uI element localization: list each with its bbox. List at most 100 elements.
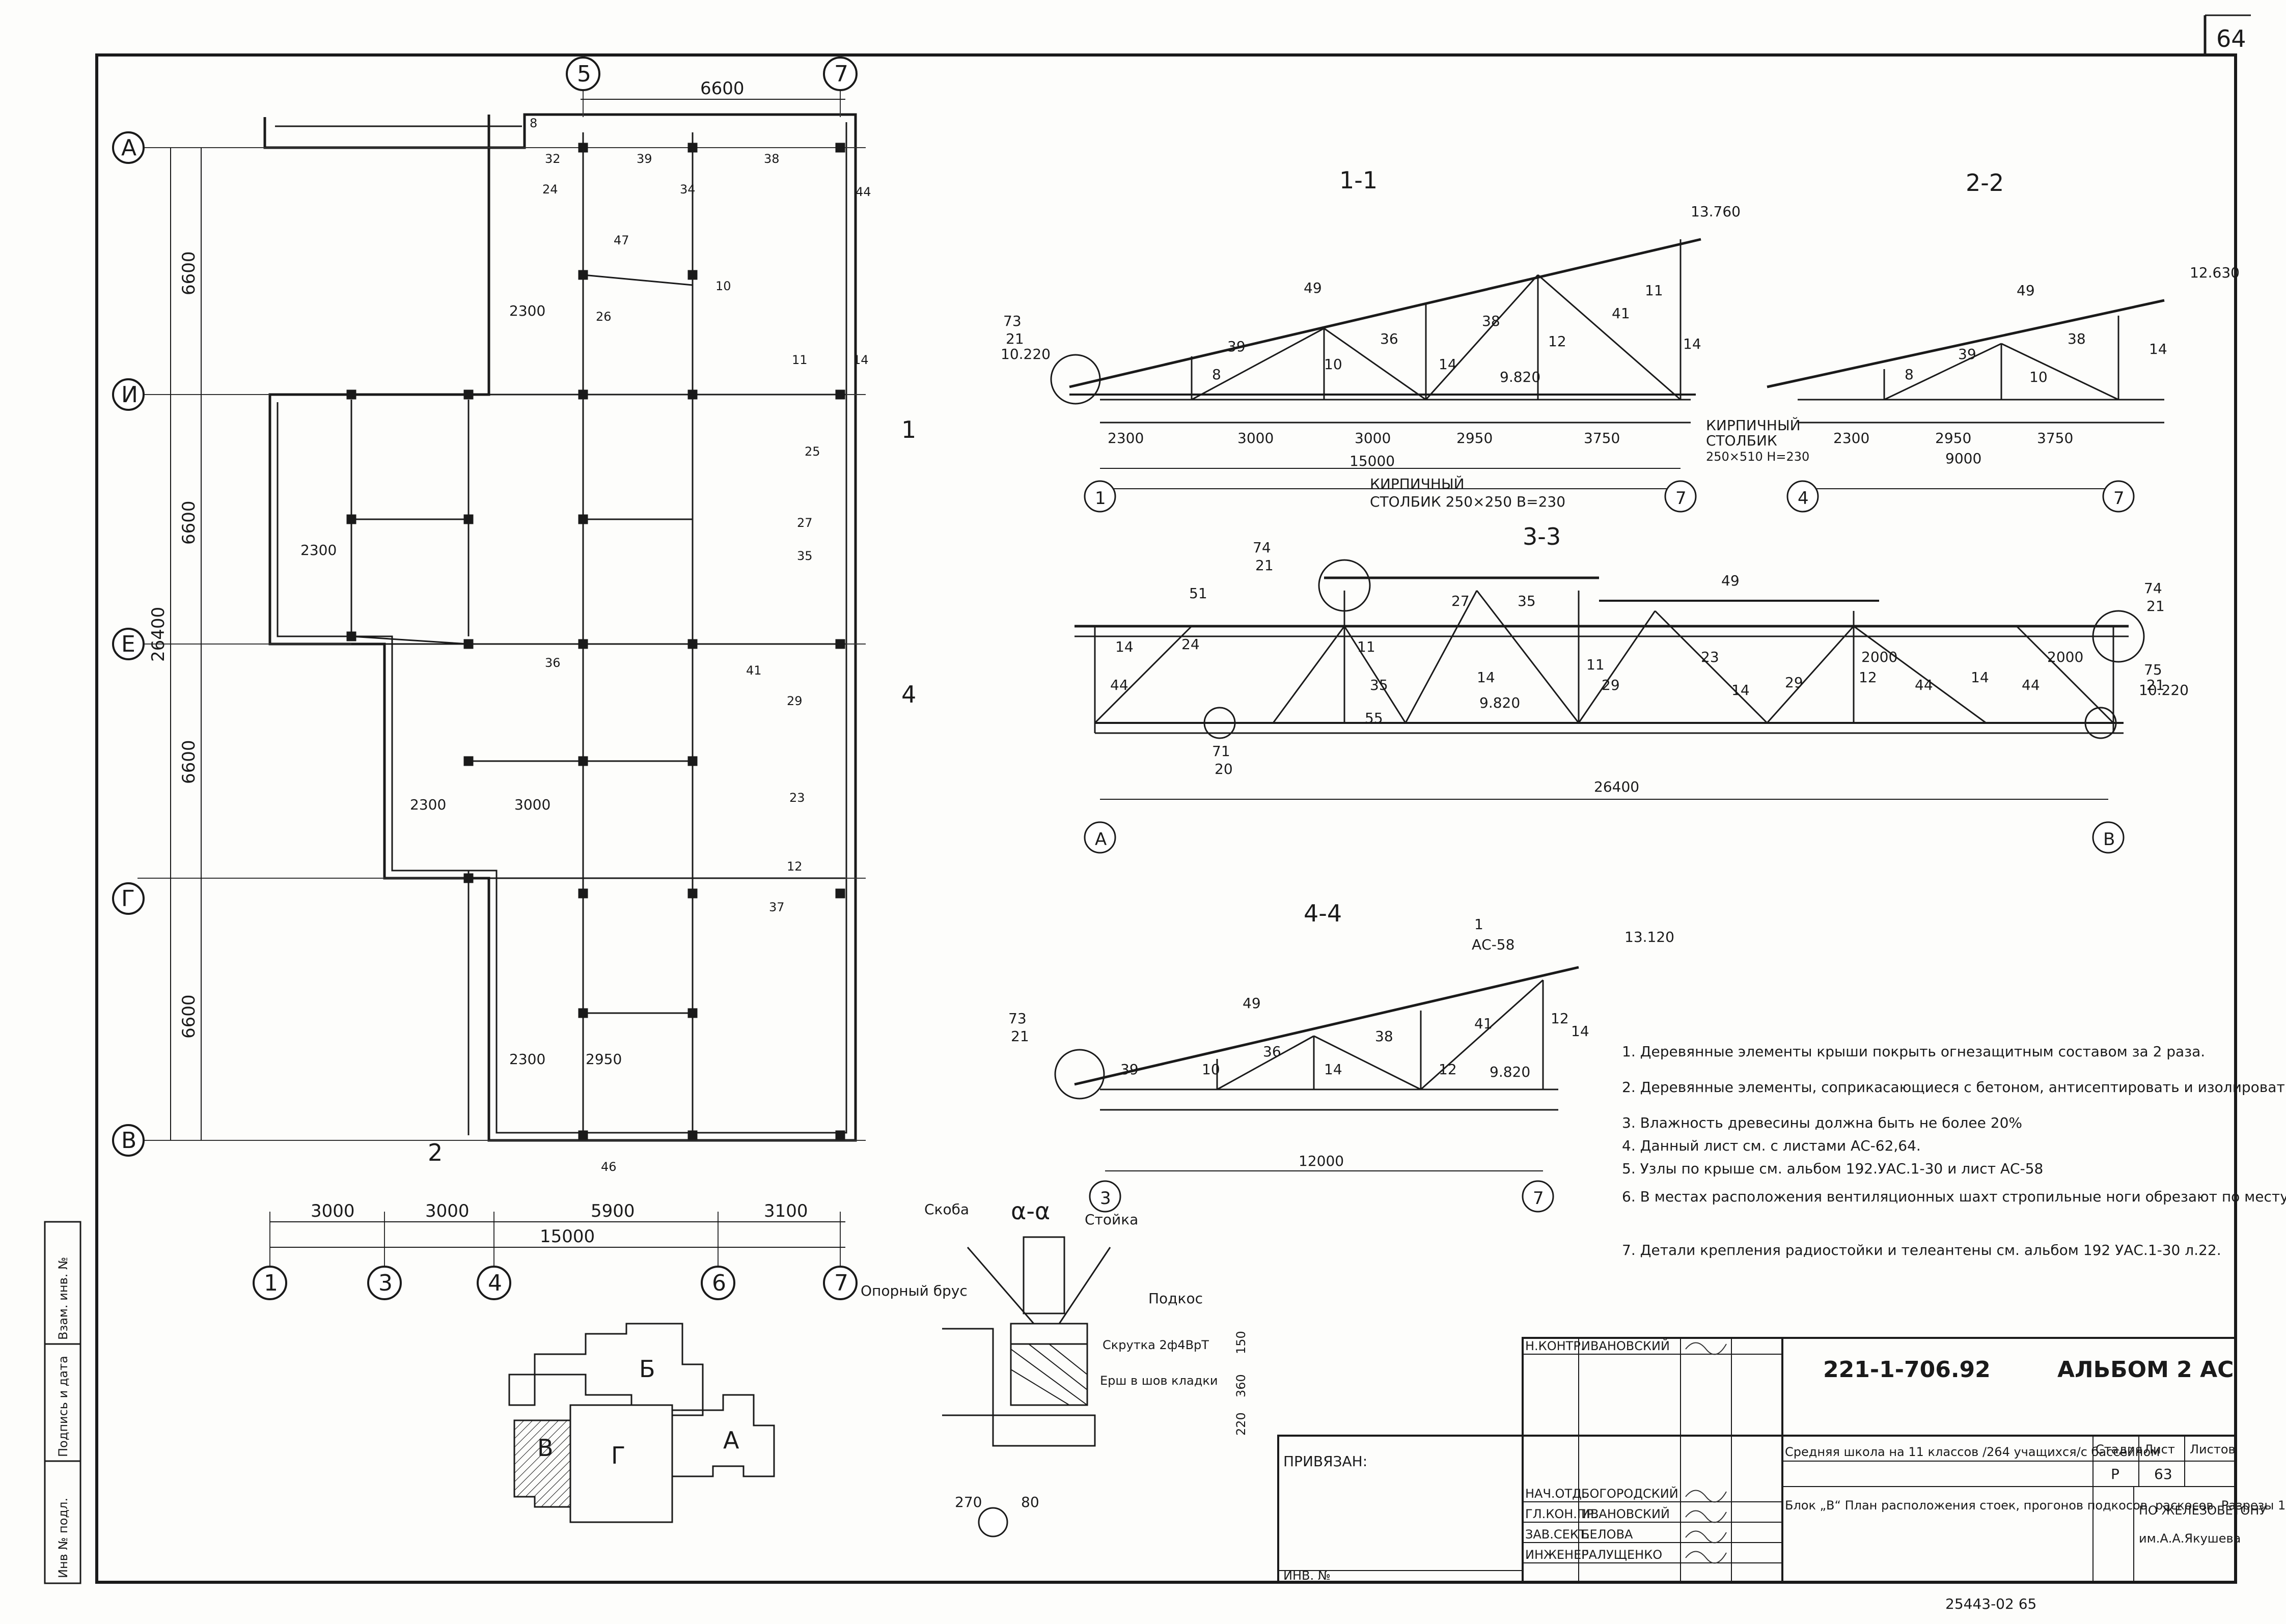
svg-text:41: 41 (1612, 305, 1630, 322)
svg-text:34: 34 (680, 182, 696, 197)
section-3-3 (1075, 559, 2145, 854)
svg-text:39: 39 (1227, 338, 1246, 355)
section-1-1-note-1: КИРПИЧНЫЙ (1370, 475, 1465, 492)
side-stamp (44, 1221, 81, 1584)
title-block (1277, 1337, 2237, 1583)
svg-text:1: 1 (901, 416, 916, 443)
svg-text:8: 8 (1212, 366, 1221, 383)
plan-marks: 8 32 24 39 34 47 10 38 44 14 11 25 27 35… (428, 116, 916, 1174)
svg-text:44: 44 (1915, 677, 1933, 693)
axis-col-7: 7 (834, 1270, 848, 1296)
section-4-4-elev-mid: 9.820 (1490, 1063, 1530, 1080)
svg-text:55: 55 (1365, 710, 1383, 726)
svg-text:21: 21 (1011, 1028, 1029, 1045)
detail-label-brus: Опорный брус (861, 1282, 968, 1299)
section-2-2-total: 9000 (1945, 450, 1981, 467)
svg-text:36: 36 (1380, 330, 1398, 347)
svg-text:14: 14 (1571, 1023, 1589, 1040)
svg-text:39: 39 (1958, 346, 1976, 362)
plan-dim-left-4: 6600 (179, 994, 199, 1039)
svg-text:38: 38 (764, 152, 780, 166)
svg-text:36: 36 (1263, 1043, 1281, 1060)
svg-text:47: 47 (614, 233, 629, 247)
section-1-1-total: 15000 (1349, 453, 1395, 469)
svg-text:73: 73 (1003, 313, 1022, 329)
tb-sheets-h: Листов (2190, 1442, 2236, 1457)
plan-dim-bottom-total: 15000 (540, 1226, 595, 1247)
svg-text:4: 4 (901, 681, 916, 708)
svg-text:14: 14 (1731, 682, 1750, 698)
svg-text:38: 38 (1375, 1028, 1393, 1045)
svg-text:1: 1 (1474, 916, 1483, 933)
section-1-1-note-4: СТОЛБИК (1706, 432, 1777, 449)
svg-text:74: 74 (1253, 539, 1271, 556)
section-1-1-marks: 73 21 49 39 10 36 38 14 12 41 11 14 8 (1003, 279, 1701, 383)
section-1-1-elev-top: 13.760 (1691, 203, 1741, 220)
plan-dim-bottom-4: 3100 (764, 1201, 808, 1221)
svg-text:12: 12 (1548, 333, 1566, 350)
section-1-1-axis-7: 7 (1675, 488, 1687, 509)
tb-sheet: 63 (2154, 1466, 2172, 1482)
svg-text:46: 46 (601, 1160, 617, 1174)
svg-text:14: 14 (1971, 669, 1989, 686)
side-stamp-replace: Взам. инв. № (56, 1257, 70, 1340)
svg-text:29: 29 (1602, 677, 1620, 693)
svg-text:44: 44 (1110, 677, 1128, 693)
axis-top-5: 5 (577, 61, 591, 87)
plan-dim-bottom-2: 3000 (425, 1201, 470, 1221)
svg-text:23: 23 (789, 791, 805, 805)
svg-text:ГЛ.КОН.ПР.: ГЛ.КОН.ПР. (1525, 1507, 1598, 1521)
svg-text:НАЧ.ОТД.: НАЧ.ОТД. (1525, 1487, 1585, 1501)
svg-text:27: 27 (1451, 593, 1470, 609)
plan-dim-inner-5: 2300 (509, 1051, 545, 1068)
detail-dim-150: 150 (1234, 1331, 1248, 1354)
section-1-1 (1050, 238, 1701, 513)
section-4-4-total: 12000 (1299, 1153, 1344, 1169)
section-1-1-elev-left: 10.220 (1001, 346, 1051, 362)
svg-text:11: 11 (1586, 656, 1605, 673)
svg-text:14: 14 (1115, 638, 1134, 655)
svg-text:14: 14 (1324, 1061, 1342, 1078)
svg-text:12: 12 (1551, 1010, 1569, 1027)
plan-dim-inner-2: 2300 (300, 542, 337, 558)
svg-text:ИВАНОВСКИЙ: ИВАНОВСКИЙ (1581, 1338, 1670, 1353)
svg-text:8: 8 (530, 116, 537, 130)
svg-text:7. Детали крепления радиостойк: 7. Детали крепления радиостойки и телеан… (1622, 1242, 2221, 1258)
svg-text:32: 32 (545, 152, 561, 166)
svg-text:71: 71 (1212, 743, 1230, 760)
svg-text:6. В местах расположения венти: 6. В местах расположения вентиляционных … (1622, 1188, 2286, 1205)
section-1-1-axis-1: 1 (1095, 488, 1106, 509)
section-1-1-dim-2: 3000 (1237, 430, 1274, 446)
svg-text:23: 23 (1701, 649, 1719, 665)
svg-text:49: 49 (2017, 282, 2035, 299)
svg-text:3. Влажность древесины должна: 3. Влажность древесины должна быть не бо… (1622, 1114, 2022, 1131)
section-2-2 (1767, 299, 2165, 513)
detail-label-stoika: Стойка (1085, 1211, 1138, 1228)
tb-bound: ПРИВЯЗАН: (1283, 1453, 1367, 1470)
signatures (1685, 1342, 1727, 1564)
axis-row-e: Е (121, 631, 135, 657)
svg-text:41: 41 (1474, 1015, 1493, 1032)
section-3-3-elev-1: 9.820 (1479, 694, 1520, 711)
section-4-4-elev-top: 13.120 (1624, 929, 1674, 945)
axis-row-i: И (121, 382, 138, 408)
svg-text:27: 27 (797, 516, 813, 530)
section-1-1-dim-1: 2300 (1108, 430, 1144, 446)
section-4-4-title: 4-4 (1304, 900, 1342, 927)
svg-text:ИВАНОВСКИЙ: ИВАНОВСКИЙ (1581, 1506, 1670, 1521)
svg-text:39: 39 (637, 152, 652, 166)
section-2-2-axis-7: 7 (2113, 488, 2125, 509)
section-2-2-axis-4: 4 (1798, 488, 1809, 509)
side-stamp-inv: Инв № подл. (56, 1498, 70, 1578)
plan-dim-left-1: 6600 (179, 251, 199, 295)
detail-label-skoba: Скоба (924, 1201, 969, 1218)
svg-text:37: 37 (769, 900, 785, 914)
detail-label-podkos: Подкос (1148, 1290, 1203, 1307)
svg-text:14: 14 (2149, 341, 2167, 357)
key-plan-label-b: Б (639, 1355, 655, 1383)
svg-text:2. Деревянные элементы, соприк: 2. Деревянные элементы, соприкасающиеся … (1622, 1079, 2286, 1096)
sheet-number: 64 (2216, 25, 2246, 52)
svg-text:14: 14 (1477, 669, 1495, 686)
svg-text:10: 10 (1324, 356, 1342, 373)
